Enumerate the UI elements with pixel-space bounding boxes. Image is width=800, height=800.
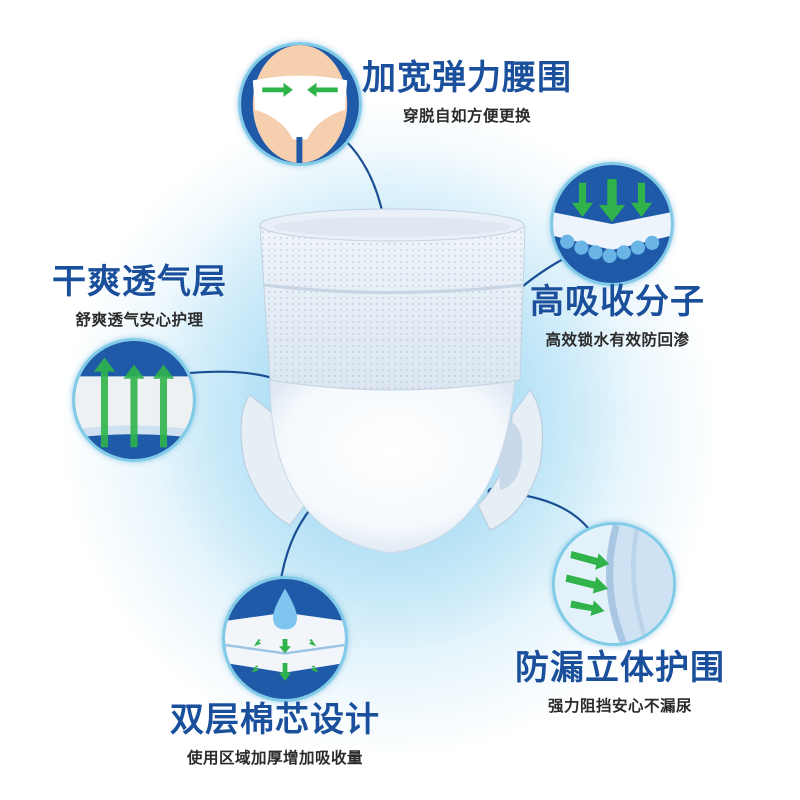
feature-title: 双层棉芯设计: [170, 700, 380, 740]
polymer-absorb-arrows-down-icon: [553, 165, 671, 283]
feature-subtitle: 穿脱自如方便更换: [402, 107, 531, 125]
feature-circle-double-core: [222, 576, 348, 702]
waistband-arrows-icon: [241, 45, 359, 163]
feature-label-double-core: 双层棉芯设计 使用区域加厚增加吸收量: [170, 700, 380, 768]
breathable-layer-arrows-up-icon: [75, 341, 193, 459]
feature-title: 干爽透气层: [52, 262, 227, 302]
feature-circle-leak-guard: [552, 522, 676, 646]
feature-title: 高吸收分子: [530, 282, 705, 322]
water-drop-layers-icon: [225, 579, 345, 699]
feature-subtitle: 使用区域加厚增加吸收量: [186, 749, 363, 767]
feature-subtitle: 强力阻挡安心不漏尿: [547, 697, 692, 715]
feature-circle-waist: [238, 42, 362, 166]
feature-title: 加宽弹力腰围: [362, 58, 572, 98]
feature-circle-absorbent: [550, 162, 674, 286]
feature-subtitle: 舒爽透气安心护理: [75, 311, 204, 329]
feature-label-absorbent: 高吸收分子 高效锁水有效防回渗: [530, 282, 705, 350]
feature-label-breathable: 干爽透气层 舒爽透气安心护理: [52, 262, 227, 330]
feature-subtitle: 高效锁水有效防回渗: [545, 331, 690, 349]
leak-guard-cuff-icon: [555, 525, 673, 643]
feature-circle-breathable: [72, 338, 196, 462]
feature-label-waist: 加宽弹力腰围 穿脱自如方便更换: [362, 58, 572, 126]
feature-title: 防漏立体护围: [515, 648, 725, 688]
feature-label-leak-guard: 防漏立体护围 强力阻挡安心不漏尿: [515, 648, 725, 716]
diaper-illustration: [240, 208, 543, 554]
